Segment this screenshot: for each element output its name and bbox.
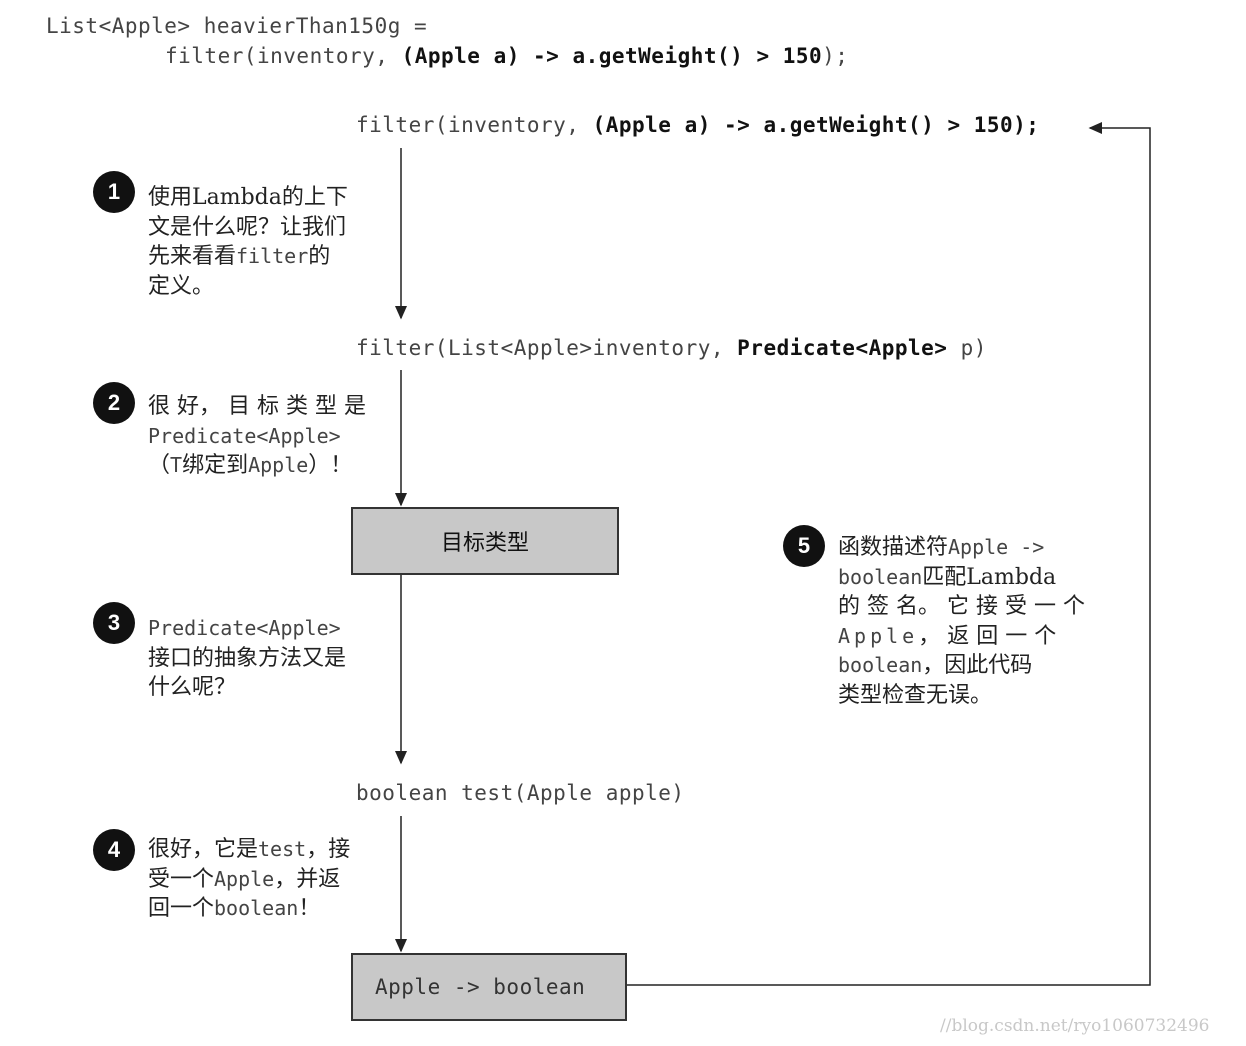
note-5-line5-b: ，因此代码 [922,653,1033,678]
note-5-line2-b: 匹配Lambda [922,564,1057,590]
note-5-line5-boolean: boolean [838,653,923,677]
top-code-line2: filter(inventory, (Apple a) -> a.getWeig… [165,44,848,68]
note-1-line3: 先来看看filter的 [148,242,388,272]
note-4-line3-a: 回一个 [148,896,215,921]
note-5-line4: Apple， 返 回 一 个 [838,622,1098,652]
note-5: 函数描述符Apple -> boolean匹配Lambda 的 签 名。 它 接… [838,533,1098,710]
note-4-line1-a: 很好，它是 [148,837,259,862]
note-1-line2: 文是什么呢？让我们 [148,214,347,240]
filter-signature-a: filter(List<Apple>inventory, [356,336,738,360]
note-3-line2: 接口的抽象方法又是 [148,645,347,671]
note-5-line1-a: 函数描述符 [838,535,949,560]
note-2-line3-apple: Apple [248,453,309,477]
note-2-line3-c: 绑定到 [182,453,249,478]
note-1-line4: 定义。 [148,273,215,299]
return-arrow-descriptor-to-call [626,122,1151,986]
note-2-line1: 很 好， 目 标 类 型 是 [148,394,366,419]
note-1: 使用Lambda的上下 文是什么呢？让我们 先来看看filter的 定义。 [148,183,388,301]
call-expression: filter(inventory, (Apple a) -> a.getWeig… [356,113,1039,137]
top-code-line2-c: ); [822,44,849,68]
top-code-line1: List<Apple> heavierThan150g = [46,14,428,38]
note-4-line2: 受一个Apple，并返 [148,865,388,895]
note-4: 很好，它是test，接 受一个Apple，并返 回一个boolean！ [148,835,388,924]
note-2-line2: Predicate<Apple> [148,423,341,448]
note-5-line2-boolean: boolean [838,564,923,589]
note-1-line3-a: 先来看看 [148,244,237,269]
call-expression-a: filter(inventory, [356,113,593,137]
note-2-line3: （T绑定到Apple）！ [148,451,388,481]
note-4-line1: 很好，它是test，接 [148,835,388,865]
note-4-line3: 回一个boolean！ [148,894,388,924]
watermark: //blog.csdn.net/ryo1060732496 [940,1016,1210,1036]
step-3-badge: 3 [93,602,135,644]
note-5-line2: boolean匹配Lambda [838,563,1098,593]
target-type-box: 目标类型 [351,507,619,575]
note-4-line3-c: ！ [298,896,321,921]
note-2-line3-t: T [170,453,183,477]
note-5-line3: 的 签 名。 它 接 受 一 个 [838,594,1085,619]
test-method: boolean test(Apple apple) [356,781,685,805]
note-3-line3: 什么呢？ [148,675,237,700]
note-4-line2-c: ，并返 [274,866,341,892]
note-1-line3-c: 的 [308,244,331,269]
top-code-line2-lambda: (Apple a) -> a.getWeight() > 150 [401,44,823,68]
note-5-line5: boolean，因此代码 [838,651,1098,681]
note-3-line1: Predicate<Apple> [148,616,341,640]
target-type-label: 目标类型 [440,531,529,556]
note-2: 很 好， 目 标 类 型 是 Predicate<Apple> （T绑定到App… [148,392,388,481]
note-1-line3-code: filter [236,244,309,268]
note-3: Predicate<Apple> 接口的抽象方法又是 什么呢？ [148,614,388,703]
step-1-badge: 1 [93,171,135,213]
note-4-line2-a: 受一个 [148,866,215,892]
note-2-line3-e: ）！ [308,453,353,478]
note-2-line3-a: （ [148,453,171,478]
note-5-line4-apple: Apple [838,623,919,648]
filter-signature: filter(List<Apple>inventory, Predicate<A… [356,336,987,360]
step-5-badge: 5 [783,525,825,567]
note-4-line1-test: test [258,837,307,861]
top-code-line2-a: filter(inventory, [165,44,402,68]
note-5-line6: 类型检查无误。 [838,682,993,708]
note-1-line1: 使用Lambda的上下 [148,185,348,210]
call-expression-lambda: (Apple a) -> a.getWeight() > 150); [592,113,1040,137]
note-4-line2-apple: Apple [214,866,275,891]
descriptor-label: Apple -> boolean [375,975,586,999]
step-2-badge: 2 [93,382,135,424]
note-5-line1-code: Apple -> [948,535,1045,559]
filter-signature-c: p) [947,336,987,360]
step-4-badge: 4 [93,829,135,871]
descriptor-box: Apple -> boolean [351,953,627,1021]
filter-signature-predicate: Predicate<Apple> [737,336,948,360]
note-4-line3-boolean: boolean [214,896,299,920]
note-5-line4-b: ， 返 回 一 个 [918,623,1057,649]
note-5-line1: 函数描述符Apple -> [838,533,1098,563]
note-4-line1-c: ，接 [306,837,351,862]
